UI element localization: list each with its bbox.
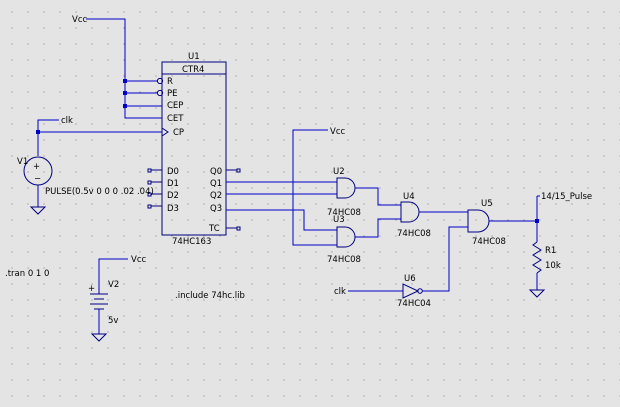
u1-pin-d3: D3 (167, 204, 179, 214)
r1-resistor[interactable] (528, 241, 546, 298)
u4-ref: U4 (403, 192, 415, 202)
u1-pin-d2: D2 (167, 191, 179, 201)
v2-battery[interactable]: + (88, 258, 128, 342)
u2-and-gate[interactable] (336, 177, 401, 206)
u2-part: 74HC08 (327, 208, 361, 218)
u3-part: 74HC08 (327, 255, 361, 265)
u4-part: 74HC08 (397, 229, 431, 239)
u1-pin-r: R (167, 77, 173, 87)
u1-pe-bubble (156, 89, 164, 97)
junction (123, 79, 127, 83)
net-clk-bottom: clk (334, 287, 346, 297)
u5-part: 74HC08 (472, 237, 506, 247)
ground-icon (29, 206, 47, 215)
u1-pin-q2: Q2 (210, 191, 222, 201)
u2-ref: U2 (333, 167, 345, 177)
wire-q-outputs[interactable] (226, 181, 337, 231)
u1-part: 74HC163 (172, 237, 211, 247)
tran-directive[interactable]: .tran 0 1 0 (5, 269, 49, 279)
u1-pin-cet: CET (167, 114, 184, 124)
junction (123, 104, 127, 108)
u1-counter[interactable]: U1 CTR4 74HC163 R PE CEP CET CP D0 D1 D2… (147, 52, 241, 247)
u1-tc-pin[interactable] (236, 226, 241, 231)
u1-pin-pe: PE (167, 89, 178, 99)
wire-vcc-top[interactable] (86, 18, 162, 119)
u1-d3-pin[interactable] (147, 204, 152, 209)
u1-pin-q3: Q3 (210, 204, 222, 214)
r1-value: 10k (545, 261, 561, 271)
net-vcc-mid: Vcc (330, 127, 345, 137)
u1-pin-cp: CP (173, 128, 184, 138)
u1-pin-d1: D1 (167, 179, 179, 189)
v2-value: 5v (108, 316, 118, 326)
u1-pin-cep: CEP (167, 101, 183, 111)
u1-pin-d0: D0 (167, 167, 179, 177)
wire-clk-top[interactable] (37, 119, 162, 156)
v2-ref: V2 (108, 280, 119, 290)
u6-ref: U6 (404, 274, 416, 284)
u6-inverter[interactable] (348, 226, 468, 299)
v1-value: PULSE(0.5v 0 0 0 .02 .04) (45, 187, 154, 197)
svg-text:+: + (88, 284, 95, 294)
u1-d0-pin[interactable] (147, 168, 152, 173)
u3-and-gate[interactable] (336, 218, 401, 248)
u1-q0-pin[interactable] (236, 168, 241, 173)
net-clk-top: clk (61, 116, 73, 126)
net-output: 14/15_Pulse (541, 192, 592, 202)
u6-part: 74HC04 (397, 299, 431, 309)
ground-icon (90, 333, 108, 342)
u5-and-gate[interactable] (467, 209, 537, 233)
u1-type: CTR4 (182, 65, 204, 75)
junction (123, 91, 127, 95)
net-vcc-top: Vcc (72, 15, 87, 25)
junction (36, 130, 40, 134)
svg-text:+: + (33, 162, 40, 172)
r1-ref: R1 (545, 246, 556, 256)
v1-source[interactable]: + − (23, 156, 53, 215)
u4-and-gate[interactable] (400, 201, 468, 223)
u3-ref: U3 (333, 215, 345, 225)
u1-d1-pin[interactable] (147, 180, 152, 185)
u1-clock-triangle (161, 127, 169, 137)
include-directive[interactable]: .include 74hc.lib (175, 291, 245, 301)
v1-ref: V1 (17, 157, 28, 167)
wire-vcc-mid[interactable] (292, 129, 337, 246)
u1-pin-q1: Q1 (210, 179, 222, 189)
u1-body (161, 61, 227, 236)
net-vcc-v2: Vcc (131, 255, 146, 265)
ground-icon (528, 289, 546, 298)
u1-ref: U1 (188, 52, 200, 62)
u1-pin-q0: Q0 (210, 167, 222, 177)
u1-pin-tc: TC (208, 224, 220, 234)
junction (535, 219, 539, 223)
svg-text:−: − (34, 174, 41, 184)
u5-ref: U5 (481, 199, 493, 209)
u1-r-bubble (156, 77, 164, 85)
